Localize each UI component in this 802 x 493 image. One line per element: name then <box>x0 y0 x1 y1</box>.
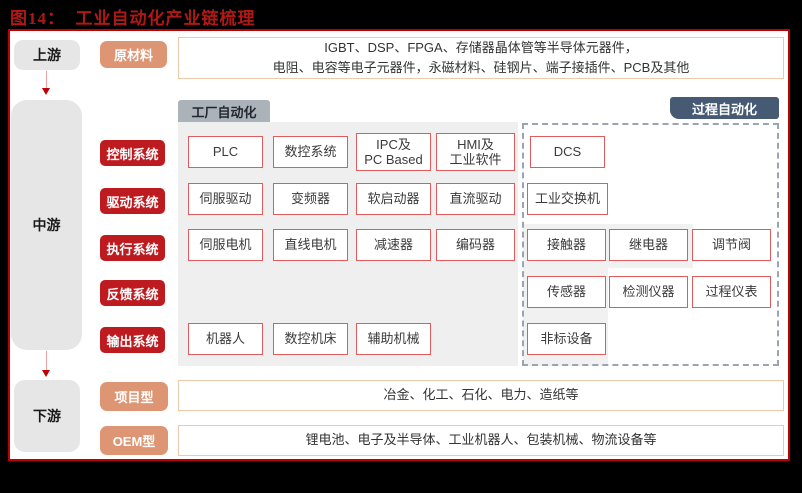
stage-downstream: 下游 <box>14 380 80 452</box>
component-linear-motor: 直线电机 <box>273 229 348 261</box>
component-contactor: 接触器 <box>527 229 606 261</box>
label-output-system: 输出系统 <box>100 327 165 353</box>
flow-arrow-up-mid-icon <box>42 88 50 95</box>
label-feedback-system: 反馈系统 <box>100 280 165 306</box>
stage-upstream: 上游 <box>14 40 80 70</box>
label-actuation-system: 执行系统 <box>100 235 165 261</box>
process-automation-header: 过程自动化 <box>670 97 779 119</box>
label-control-system: 控制系统 <box>100 140 165 166</box>
component-dc-drive: 直流驱动 <box>436 183 515 215</box>
component-hmi-software: HMI及 工业软件 <box>436 133 515 171</box>
flow-arrow-mid-down-icon <box>42 370 50 377</box>
component-reducer: 减速器 <box>356 229 431 261</box>
process-automation-zone <box>522 123 779 366</box>
component-auxiliary-machinery: 辅助机械 <box>356 323 431 355</box>
component-cnc-system: 数控系统 <box>273 136 348 168</box>
figure-title: 图14： 工业自动化产业链梳理 <box>10 8 256 28</box>
component-control-valve: 调节阀 <box>692 229 771 261</box>
component-dcs: DCS <box>530 136 605 168</box>
flow-line-mid-down <box>46 351 47 371</box>
component-cnc-machine: 数控机床 <box>273 323 348 355</box>
label-drive-system: 驱动系统 <box>100 188 165 214</box>
component-process-instrument: 过程仪表 <box>692 276 771 308</box>
label-project-type: 项目型 <box>100 382 168 411</box>
factory-automation-header: 工厂自动化 <box>178 100 270 122</box>
component-encoder: 编码器 <box>436 229 515 261</box>
label-raw-materials: 原材料 <box>100 41 167 68</box>
component-servo-drive: 伺服驱动 <box>188 183 263 215</box>
component-soft-starter: 软启动器 <box>356 183 431 215</box>
component-non-standard-equipment: 非标设备 <box>527 323 606 355</box>
project-applications-box: 冶金、化工、石化、电力、造纸等 <box>178 380 784 411</box>
component-plc: PLC <box>188 136 263 168</box>
component-inverter: 变频器 <box>273 183 348 215</box>
component-detection-instrument: 检测仪器 <box>609 276 688 308</box>
stage-midstream: 中游 <box>11 100 82 350</box>
component-servo-motor: 伺服电机 <box>188 229 263 261</box>
oem-applications-box: 锂电池、电子及半导体、工业机器人、包装机械、物流设备等 <box>178 425 784 456</box>
component-sensor: 传感器 <box>527 276 606 308</box>
component-ipc-pc-based: IPC及 PC Based <box>356 133 431 171</box>
component-robot: 机器人 <box>188 323 263 355</box>
flow-line-up-mid <box>46 71 47 89</box>
component-industrial-switch: 工业交换机 <box>527 183 608 215</box>
label-oem-type: OEM型 <box>100 426 168 455</box>
component-relay: 继电器 <box>609 229 688 261</box>
raw-materials-box: IGBT、DSP、FPGA、存储器晶体管等半导体元器件， 电阻、电容等电子元器件… <box>178 37 784 79</box>
